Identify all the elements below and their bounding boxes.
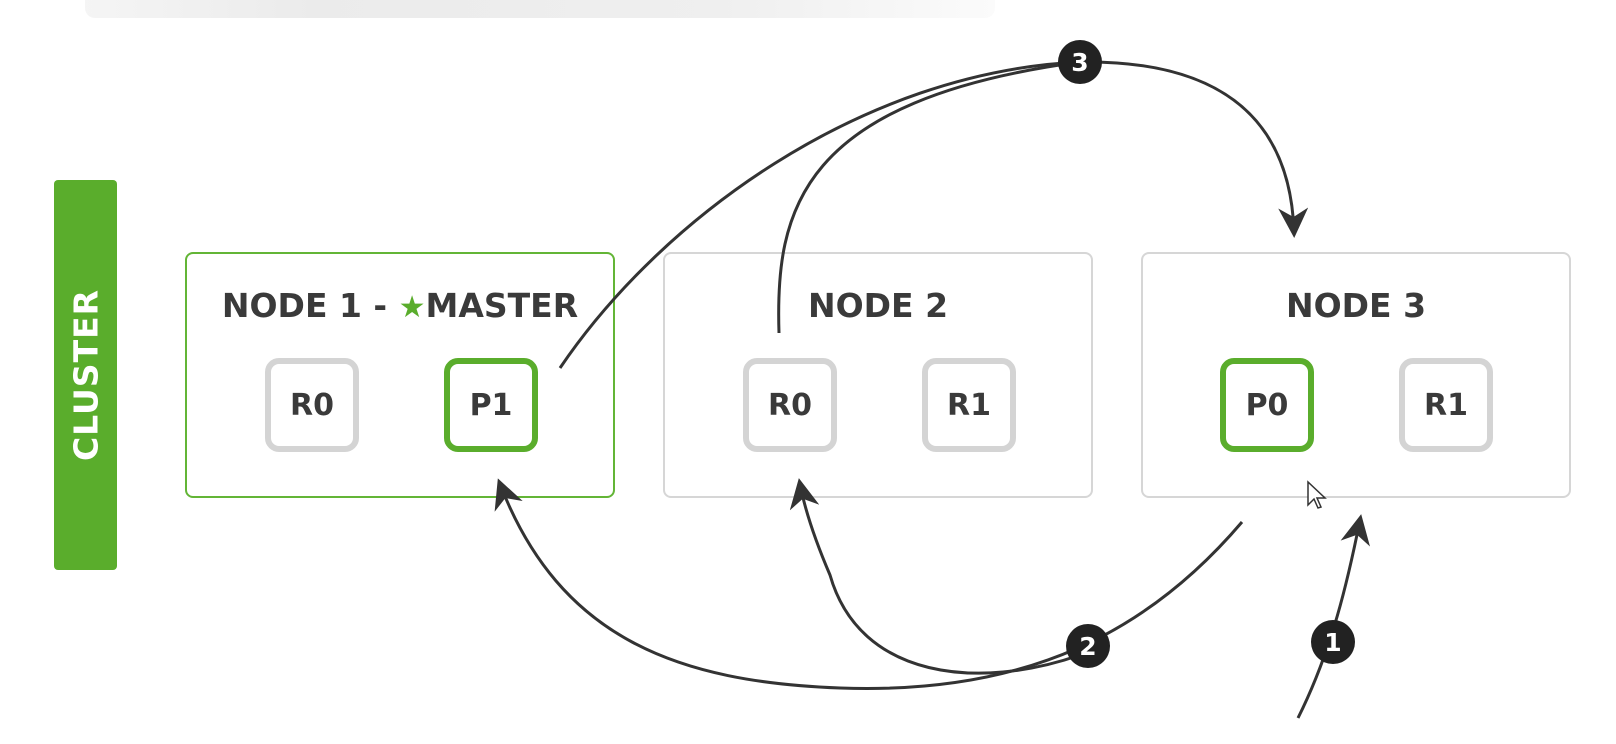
arrow-step-3-from-node-1 [558, 60, 1081, 369]
node-1-master: NODE 1 - ★MASTER R0 P1 [185, 252, 615, 498]
node-3-title: NODE 3 [1285, 286, 1427, 325]
node-1-title-prefix: NODE 1 - [221, 286, 399, 325]
step-2-marker: 2 [1066, 624, 1110, 668]
arrow-step-3-to-node-3 [1079, 60, 1309, 238]
node-3-shard-p0: P0 [1220, 358, 1314, 452]
step-3-marker: 3 [1058, 40, 1102, 84]
cluster-bar: CLUSTER [54, 180, 117, 570]
node-2-shard-r1: R1 [922, 358, 1016, 452]
mouse-cursor-icon [1307, 480, 1327, 509]
step-1-marker: 1 [1311, 620, 1355, 664]
step-1-label: 1 [1324, 628, 1341, 657]
arrow-step-2-to-node-2 [789, 478, 1081, 675]
node-1-title: NODE 1 - ★MASTER [187, 286, 613, 325]
node-1-shard-r0: R0 [265, 358, 359, 452]
node-1-shard-p1: P1 [444, 358, 538, 452]
arrow-step-2-to-node-1 [494, 478, 1244, 691]
top-fade-decoration [85, 0, 995, 18]
arrow-step-3-from-node-2 [777, 60, 1081, 334]
step-3-label: 3 [1071, 48, 1088, 77]
node-2-title: NODE 2 [807, 286, 949, 325]
node-3: NODE 3 P0 R1 [1141, 252, 1571, 498]
star-icon: ★ [398, 290, 426, 325]
arrow-step-1 [1296, 514, 1371, 719]
step-2-label: 2 [1079, 632, 1096, 661]
node-3-shard-r1: R1 [1399, 358, 1493, 452]
node-2: NODE 2 R0 R1 [663, 252, 1093, 498]
node-2-shard-r0: R0 [743, 358, 837, 452]
node-1-title-suffix: MASTER [425, 286, 579, 325]
